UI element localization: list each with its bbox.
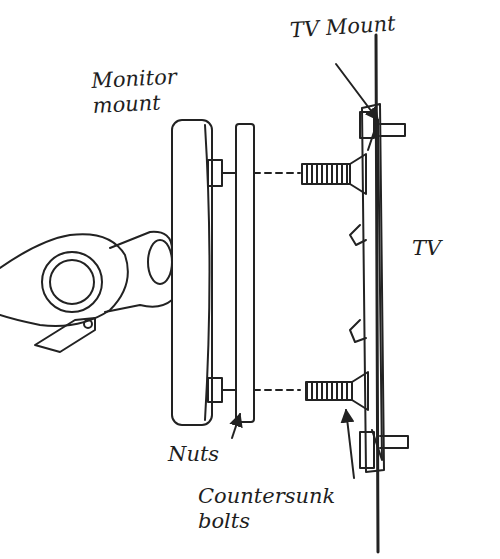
- tv-screw: [380, 436, 408, 448]
- part-label: TV: [412, 236, 472, 261]
- part-label: TV Mount: [289, 9, 420, 43]
- part-label: Monitor mount: [91, 63, 211, 119]
- countersunk-bolt: [306, 382, 352, 400]
- tv-panel: [376, 35, 378, 552]
- countersunk-bolt: [302, 164, 350, 184]
- mount-hook: [350, 320, 366, 342]
- arm-link: [105, 232, 172, 312]
- monitor-mount-plate: [172, 120, 212, 425]
- bolt-path: [254, 172, 300, 174]
- tv-mount-edge: [368, 120, 382, 460]
- arm-lever: [35, 318, 95, 352]
- arm-pivot: [148, 240, 172, 284]
- part-label: Nuts: [168, 442, 230, 467]
- bolt-head: [352, 372, 368, 410]
- arm-joint: [42, 252, 102, 312]
- nut: [208, 378, 222, 402]
- mount-bracket: [360, 112, 374, 138]
- part-label: Countersunk bolts: [198, 484, 348, 534]
- mount-hook: [350, 225, 366, 245]
- leader-arrow: [346, 410, 354, 478]
- tv-screw: [380, 124, 405, 136]
- spacer-plate: [236, 124, 254, 422]
- leader-arrow: [232, 414, 240, 438]
- mount-bracket: [360, 432, 374, 468]
- bolt-path: [254, 389, 300, 391]
- bolt-head: [350, 154, 366, 194]
- nut: [208, 160, 222, 186]
- leader-arrow: [336, 64, 378, 120]
